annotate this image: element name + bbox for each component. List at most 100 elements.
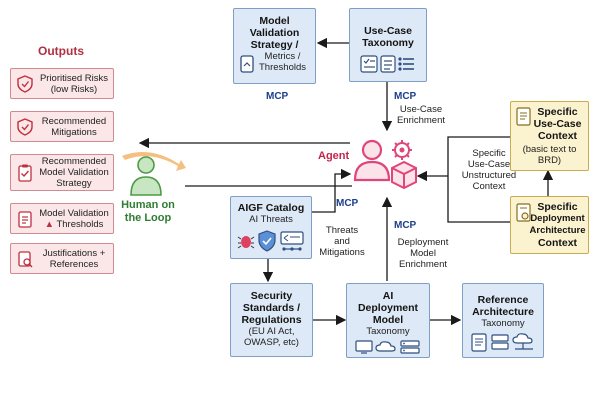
output-line: Recommended [41, 115, 107, 127]
edge-label-line: Threats [325, 225, 359, 236]
edge-label-line: Context [472, 181, 506, 192]
checklist-icon [18, 210, 32, 228]
agent-icon [353, 139, 417, 190]
taxonomy-list-icons [360, 55, 414, 73]
box-title-line: Regulations [241, 314, 302, 326]
box-sub-line: (EU AI Act, [248, 326, 295, 337]
bug-icon [237, 236, 255, 249]
box-title-line: AIGF Catalog [237, 202, 305, 214]
cloud-icon [375, 341, 396, 352]
mcp-label: MCP [336, 198, 359, 209]
shield-icon [17, 74, 33, 93]
edge-label-line: Deployment [397, 237, 449, 248]
box-sub-line: OWASP, etc) [244, 337, 299, 348]
reference-icons [471, 333, 533, 352]
network-icon [280, 231, 304, 251]
edge-label-line: Unstructured [461, 170, 517, 181]
output-line: Recommended [41, 156, 107, 167]
document-search-icon [18, 250, 33, 267]
mcp-label: MCP [394, 91, 417, 102]
human-line: Human on [121, 199, 175, 211]
box-title-line: Deployment [357, 302, 419, 314]
specific-deployment-context-box: Specific Deployment Architecture Context [510, 196, 589, 254]
box-title-line: Standards / [242, 302, 301, 314]
box-title-line: Security [250, 290, 293, 302]
box-title-line: Specific [537, 201, 578, 213]
model-validation-strategy-box: Model Validation Strategy / Metrics / Th… [233, 8, 316, 84]
edge-label-line: and [334, 236, 350, 247]
output-line: Justifications + [42, 247, 106, 259]
edge-label-line: Enrichment [396, 115, 446, 126]
specific-context-label: Specific Use-Case Unstructured Context [454, 148, 524, 192]
box-title-line: Reference [477, 294, 529, 306]
output-validation-thresholds: Model Validation▲ Thresholds [10, 203, 114, 234]
mcp-label: MCP [266, 91, 289, 102]
box-sub-line: Metrics / [264, 51, 301, 62]
security-standards-box: Security Standards / Regulations (EU AI … [230, 283, 313, 357]
clipboard-check-icon [18, 164, 32, 182]
box-title-line: Specific [537, 106, 578, 118]
edge-label-line: Mitigations [319, 247, 365, 258]
server-icon [400, 340, 420, 354]
use-case-enrichment-label: Use-Case Enrichment [389, 104, 453, 126]
mcp-label: MCP [394, 220, 417, 231]
output-line: Prioritised Risks [39, 72, 109, 84]
outputs-title: Outputs [38, 44, 84, 58]
threat-icons [237, 230, 304, 252]
deployment-icons [355, 340, 420, 354]
box-title-line: Architecture [472, 306, 534, 318]
cube-icon [391, 160, 417, 190]
server-icon [491, 334, 509, 350]
box-sub-line: AI Threats [249, 214, 293, 225]
output-line: ▲ Thresholds [35, 219, 113, 230]
output-line: Mitigations [51, 126, 97, 138]
gear-icon [392, 140, 412, 160]
edge-label-line: Specific [472, 148, 506, 159]
line-deployment-context [447, 176, 510, 223]
output-line: Model Validation [39, 167, 109, 178]
aigf-catalog-box: AIGF Catalog AI Threats [230, 196, 312, 259]
monitor-icon [355, 340, 373, 354]
shield-icon [17, 117, 33, 136]
box-title-line: AI [382, 290, 394, 302]
specific-use-case-context-box: Specific Use-Case Context (basic text to… [510, 101, 589, 171]
box-sub-line: Taxonomy [366, 326, 410, 337]
cloud-network-icon [512, 333, 533, 350]
document-icon [471, 333, 487, 352]
reference-architecture-box: Reference Architecture Taxonomy [462, 283, 544, 358]
edge-label-line: Use-Case [399, 104, 443, 115]
edge-label-line: Use-Case [467, 159, 511, 170]
deployment-enrichment-label: Deployment Model Enrichment [390, 237, 456, 270]
output-prioritised-risks: Prioritised Risks(low Risks) [10, 68, 114, 99]
output-line: References [49, 258, 99, 270]
box-sub-line: (basic text to [522, 144, 577, 155]
box-title-line: Taxonomy [362, 37, 414, 49]
box-title-line: Context [537, 237, 578, 249]
box-title-line: Use-Case [533, 118, 582, 130]
output-justifications: Justifications +References [10, 243, 114, 274]
box-sub-line: BRD) [537, 155, 562, 166]
document-gear-icon [516, 203, 531, 222]
human-loop-arc [122, 151, 186, 171]
output-line: Strategy [56, 178, 92, 189]
human-icon [130, 156, 162, 196]
box-title-line: Strategy / [250, 39, 299, 51]
box-title-line: Model [372, 314, 404, 326]
human-on-loop-label: Human on the Loop [118, 199, 178, 225]
box-title-line: Use-Case [364, 25, 412, 37]
edge-label-line: Enrichment [398, 259, 448, 270]
use-case-taxonomy-box: Use-Case Taxonomy [349, 8, 427, 82]
tablet-icon [240, 55, 254, 73]
agent-label: Agent [318, 150, 350, 162]
arrow-aigf-to-agent [312, 168, 352, 213]
shield-icon [258, 230, 276, 252]
box-sub-line: Taxonomy [481, 318, 525, 329]
thumb-icon: ▲ [44, 218, 54, 230]
output-line: (low Risks) [50, 83, 98, 95]
box-sub-line: Thresholds [259, 62, 306, 73]
document-icon [516, 107, 531, 126]
box-title-line: Architecture [529, 225, 586, 236]
